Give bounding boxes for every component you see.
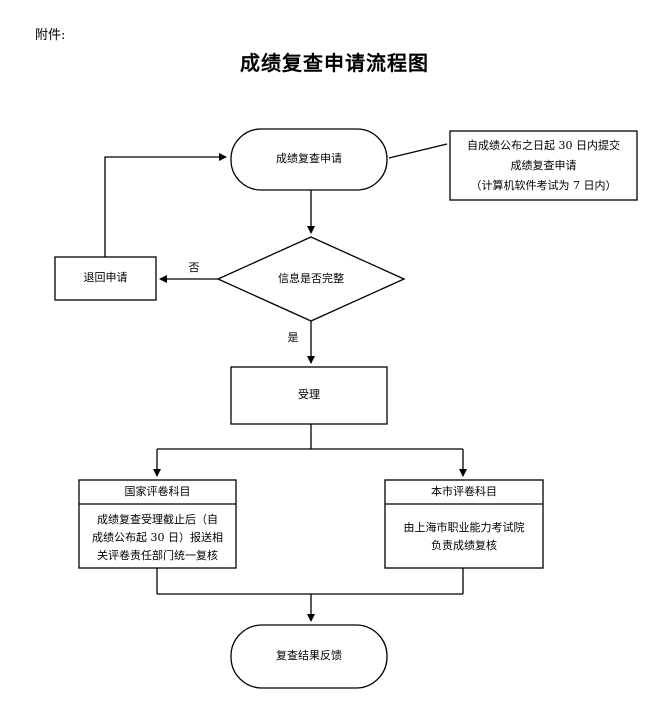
- national-body-1: 成绩复查受理截止后（自: [97, 513, 218, 526]
- city-body-1: 由上海市职业能力考试院: [403, 521, 525, 534]
- note-line-3: （计算机软件考试为 7 日内）: [470, 179, 617, 192]
- apply-label: 成绩复查申请: [276, 152, 342, 165]
- national-body-2: 成绩公布起 30 日）报送相: [92, 531, 223, 544]
- national-body-3: 关评卷责任部门统一复核: [97, 549, 218, 562]
- note-connector: [388, 143, 448, 159]
- note-line-1: 自成绩公布之日起 30 日内提交: [467, 139, 620, 152]
- accept-label: 受理: [298, 388, 320, 401]
- edge-return-apply: [104, 153, 227, 257]
- apply-node: [230, 128, 388, 191]
- accept-node: [230, 366, 388, 425]
- feedback-node: [230, 624, 388, 689]
- city-node: [384, 479, 544, 569]
- no-label: 否: [188, 261, 200, 274]
- national-title: 国家评卷科目: [124, 485, 191, 498]
- city-body-2: 负责成绩复核: [431, 539, 497, 552]
- check-label: 信息是否完整: [278, 272, 344, 285]
- attachment-label: 附件:: [35, 28, 66, 43]
- page-title: 成绩复查申请流程图: [240, 51, 429, 75]
- note-box: [449, 130, 638, 201]
- yes-label: 是: [287, 331, 299, 344]
- feedback-label: 复查结果反馈: [276, 649, 342, 662]
- note-line-2: 成绩复查申请: [510, 159, 577, 172]
- city-title: 本市评卷科目: [431, 485, 497, 498]
- return-label: 退回申请: [83, 271, 128, 284]
